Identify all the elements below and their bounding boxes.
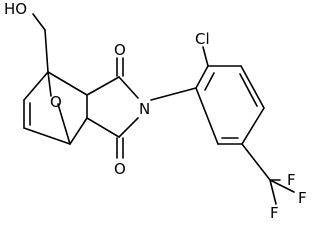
bond-c3-c4 — [23, 127, 71, 145]
bond-c6-c8 — [86, 117, 120, 138]
bond-c8-n — [118, 117, 139, 138]
bond-ar4-ar5 — [241, 107, 265, 145]
bond-ar3-ar4-inner — [239, 73, 258, 107]
bond-ar3-ar4 — [240, 65, 265, 109]
bond-c5-c7 — [86, 76, 120, 96]
bond-c-f-bottom — [269, 179, 277, 205]
bond-n-aryl — [150, 87, 197, 101]
fluorine-top-label: F — [287, 171, 296, 189]
fluorine-bottom-label: F — [270, 204, 279, 222]
carbonyl-oxygen-bottom-label: O — [114, 160, 126, 178]
bridge-oxygen-label: O — [50, 93, 62, 111]
chlorine-label: Cl — [195, 30, 210, 48]
bond-c4-c6 — [69, 117, 88, 145]
bond-ar1-ar2-inner — [204, 72, 215, 91]
bonds — [23, 13, 295, 205]
bond-ch2-bridgehead — [44, 29, 49, 73]
bond-ar6-ar1 — [195, 87, 219, 145]
bond-ar-cf3 — [241, 143, 271, 181]
bond-oh-ch2 — [32, 13, 46, 31]
bond-obridge-c4 — [57, 103, 71, 145]
carbonyl-oxygen-top-label: O — [114, 41, 126, 59]
chemical-structure-diagram: HO O O O N Cl F F F — [4, 0, 307, 222]
hydroxyl-label: HO — [4, 0, 27, 18]
imide-nitrogen-label: N — [139, 100, 150, 118]
bond-c1-obridge — [47, 71, 52, 97]
atom-labels: HO O O O N Cl F F F — [4, 0, 307, 222]
bond-c7-n — [118, 76, 139, 99]
bond-ar-cl — [202, 46, 209, 67]
fluorine-right-label: F — [298, 189, 307, 207]
bond-ar1-ar2 — [195, 65, 209, 89]
bond-c1-c2 — [23, 71, 49, 101]
bond-c1-c5 — [47, 71, 88, 96]
molecule-svg: HO O O O N Cl F F F — [4, 0, 307, 222]
bond-c-f-right — [269, 179, 295, 193]
